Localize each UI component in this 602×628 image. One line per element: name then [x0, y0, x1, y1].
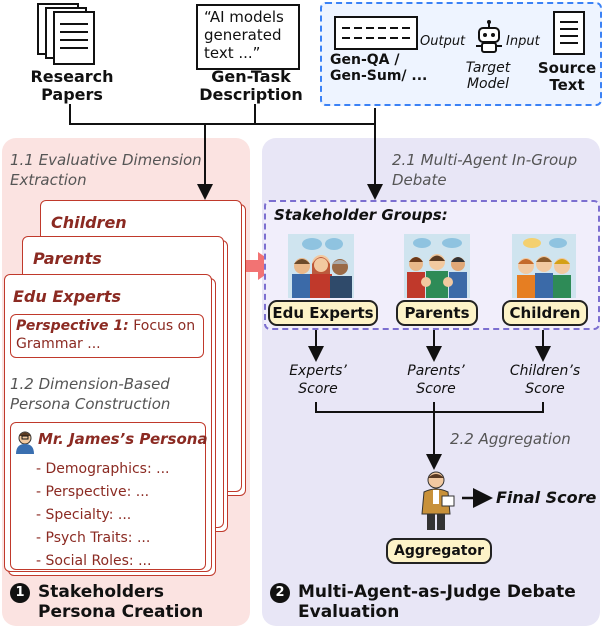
persona-item-psych-traits: - Psych Traits: ... — [36, 530, 151, 546]
stakeholder-groups-title: Stakeholder Groups: — [274, 206, 448, 224]
step-2-1-label: 2.1 Multi-Agent In-Group Debate — [392, 151, 578, 189]
gen-task-quote: “AI models generated text ...” — [204, 8, 284, 62]
section-1-number: 1 — [10, 583, 30, 603]
step-1-2-label: 1.2 Dimension-Based Persona Construction — [10, 375, 171, 413]
robot-icon — [476, 20, 502, 53]
perspective-value: Focus on Grammar ... — [16, 318, 196, 352]
persona-item-perspective: - Perspective: ... — [36, 484, 150, 500]
perspective-label: Perspective 1: — [16, 318, 129, 334]
persona-item-specialty: - Specialty: ... — [36, 507, 132, 523]
source-text-icon — [553, 11, 585, 55]
final-score-label: Final Score — [496, 488, 597, 507]
gen-task-label: Gen-Task Description — [199, 67, 303, 104]
edu-experts-group-icon — [288, 234, 354, 298]
perspective-box: Perspective 1: Focus on Grammar ... — [10, 314, 204, 358]
persona-avatar-icon — [16, 431, 34, 454]
group-pill-children: Children — [502, 300, 588, 326]
persona-item-demographics: - Demographics: ... — [36, 461, 170, 477]
persona-item-social-roles: - Social Roles: ... — [36, 553, 152, 569]
score-children: Children’s Score — [509, 363, 581, 397]
research-papers-icon — [37, 3, 95, 65]
persona-box — [10, 422, 206, 570]
target-model-label: Target Model — [465, 60, 511, 92]
step-1-1-label: 1.1 Evaluative Dimension Extraction — [10, 151, 202, 189]
section-1-title: Stakeholders Persona Creation — [38, 582, 204, 622]
persona-items: - Demographics: ... - Perspective: ... -… — [36, 458, 169, 573]
persona-title: Mr. James’s Persona — [38, 430, 208, 448]
output-text-icon — [334, 16, 418, 50]
section-2-number: 2 — [270, 583, 290, 603]
group-pill-parents: Parents — [396, 300, 478, 326]
score-experts: Experts’ Score — [289, 363, 347, 397]
aggregator-person-icon — [421, 471, 455, 530]
card-edu-experts-title: Edu Experts — [13, 287, 121, 306]
section-2-title: Multi-Agent-as-Judge Debate Evaluation — [298, 582, 576, 622]
step-2-2-label: 2.2 Aggregation — [450, 430, 571, 448]
parents-group-icon — [404, 234, 470, 298]
research-papers-label: Research Papers — [30, 67, 114, 104]
card-children-title: Children — [51, 213, 127, 232]
output-label: Output — [420, 34, 466, 49]
source-text-label: Source Text — [537, 59, 597, 94]
gen-outputs-label: Gen-QA / Gen-Sum/ ... — [330, 52, 428, 84]
input-label: Input — [506, 34, 540, 49]
group-pill-edu-experts: Edu Experts — [268, 300, 378, 326]
gen-task-quote-box: “AI models generated text ...” — [196, 4, 300, 70]
children-group-icon — [512, 234, 576, 298]
card-parents-title: Parents — [33, 249, 102, 268]
score-parents: Parents’ Score — [407, 363, 465, 397]
aggregator-pill: Aggregator — [386, 538, 492, 564]
